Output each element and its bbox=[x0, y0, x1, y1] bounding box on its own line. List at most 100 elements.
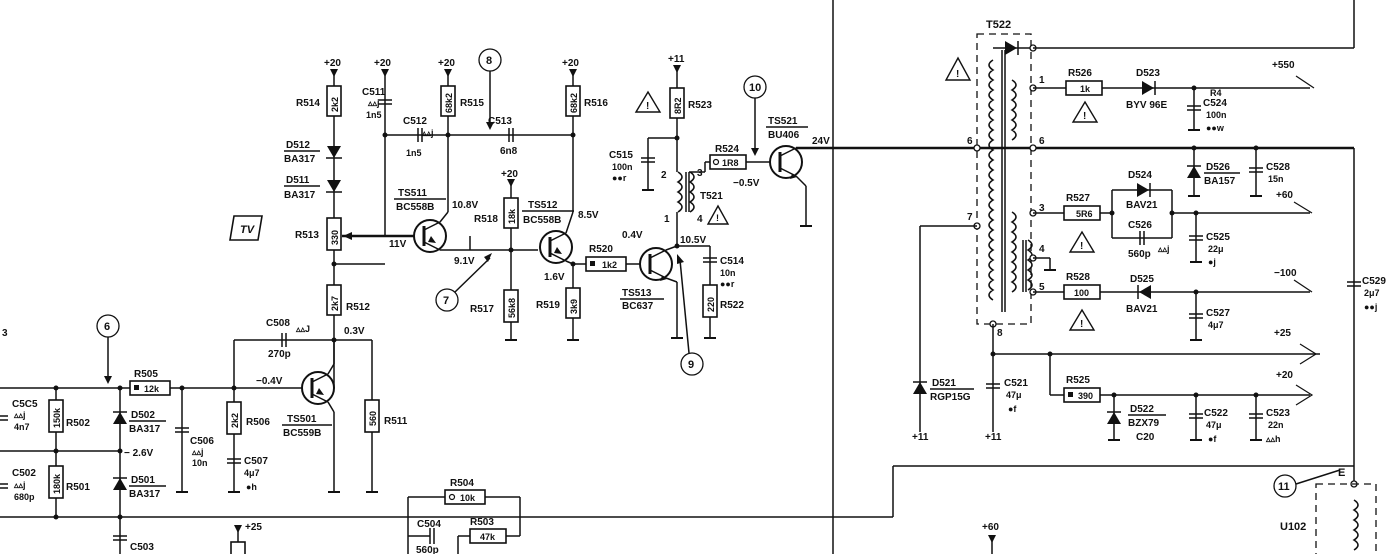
svg-text:▵▵j: ▵▵j bbox=[13, 410, 26, 420]
svg-text:22n: 22n bbox=[1268, 420, 1284, 430]
c521-ref: C521 bbox=[1004, 378, 1028, 389]
svg-text:12k: 12k bbox=[144, 384, 160, 394]
warning-icon: ! bbox=[944, 56, 972, 81]
svg-text:▵▵j: ▵▵j bbox=[191, 447, 204, 457]
c514-ref: C514 bbox=[720, 256, 744, 267]
supply-rail-plus20-c: +20 bbox=[438, 58, 455, 86]
svg-text:10.8V: 10.8V bbox=[452, 200, 478, 211]
svg-text:270p: 270p bbox=[268, 349, 291, 360]
r505-ref: R505 bbox=[134, 369, 158, 380]
svg-text:6: 6 bbox=[967, 136, 973, 147]
warning-icon: ! bbox=[1068, 230, 1096, 253]
r518-body bbox=[503, 197, 519, 229]
r513-value: 330 bbox=[330, 230, 340, 245]
svg-text:100n: 100n bbox=[612, 162, 633, 172]
supply-rail-plus60: +60 bbox=[982, 522, 999, 554]
svg-text:●●r: ●●r bbox=[720, 279, 735, 289]
svg-text:3: 3 bbox=[697, 168, 703, 179]
svg-text:+550: +550 bbox=[1272, 60, 1295, 71]
r515-body bbox=[440, 85, 456, 117]
r505-body bbox=[129, 380, 171, 396]
svg-text:10k: 10k bbox=[460, 493, 476, 503]
ts513-ref: TS513 bbox=[622, 288, 652, 299]
svg-text:C20: C20 bbox=[1136, 432, 1155, 443]
svg-text:10: 10 bbox=[749, 82, 761, 94]
r514-body bbox=[326, 85, 342, 117]
ts512-ref: TS512 bbox=[528, 200, 558, 211]
svg-text:●●r: ●●r bbox=[612, 173, 627, 183]
transformer-t521 bbox=[669, 87, 695, 246]
test-point-6: 6 bbox=[96, 314, 120, 384]
svg-text:!: ! bbox=[1080, 319, 1083, 330]
svg-text:+20: +20 bbox=[324, 58, 341, 69]
svg-text:1R8: 1R8 bbox=[722, 158, 739, 168]
svg-text:6: 6 bbox=[104, 321, 110, 333]
r518-ref: R518 bbox=[474, 214, 498, 225]
d526-ref: D526 bbox=[1206, 162, 1230, 173]
svg-text:150k: 150k bbox=[52, 407, 62, 428]
c515-ref: C515 bbox=[609, 150, 633, 161]
svg-text:1k2: 1k2 bbox=[602, 260, 617, 270]
r525-body bbox=[1063, 387, 1101, 403]
svg-text:−100: −100 bbox=[1274, 268, 1297, 279]
svg-text:680p: 680p bbox=[14, 492, 35, 502]
svg-text:56k8: 56k8 bbox=[507, 298, 517, 318]
svg-text:1n5: 1n5 bbox=[406, 148, 422, 158]
d511-type: BA317 bbox=[284, 190, 316, 201]
supply-rail-plus20-b: +20 bbox=[374, 58, 391, 100]
svg-text:▵▵h: ▵▵h bbox=[1265, 434, 1281, 444]
ts512-type: BC558B bbox=[523, 215, 561, 226]
u102-outline bbox=[1315, 483, 1377, 554]
svg-text:●●w: ●●w bbox=[1206, 123, 1225, 133]
c523-ref: C523 bbox=[1266, 408, 1290, 419]
ts513-type: BC637 bbox=[622, 301, 654, 312]
ts501-ref: TS501 bbox=[287, 414, 317, 425]
r502-ref: R502 bbox=[66, 418, 90, 429]
d522-ref: D522 bbox=[1130, 404, 1154, 415]
svg-text:6: 6 bbox=[1039, 136, 1045, 147]
d502-diode bbox=[113, 411, 127, 424]
d523-ref: D523 bbox=[1136, 68, 1160, 79]
svg-text:6n8: 6n8 bbox=[500, 146, 518, 157]
transistor-ts512 bbox=[539, 230, 573, 264]
svg-text:9: 9 bbox=[688, 359, 694, 371]
d501-ref: D501 bbox=[131, 475, 155, 486]
c503-ref: C503 bbox=[130, 542, 154, 553]
r519-ref: R519 bbox=[536, 300, 560, 311]
svg-text:4: 4 bbox=[697, 214, 703, 225]
svg-text:3: 3 bbox=[2, 328, 8, 339]
c511-ref: C511 bbox=[362, 87, 386, 98]
d501-type: BA317 bbox=[129, 489, 161, 500]
d526-diode bbox=[1187, 165, 1201, 178]
svg-text:7: 7 bbox=[967, 212, 973, 223]
svg-text:− 2.6V: − 2.6V bbox=[124, 448, 154, 459]
svg-text:68k2: 68k2 bbox=[444, 93, 454, 113]
svg-text:5R6: 5R6 bbox=[1076, 209, 1093, 219]
r527-ref: R527 bbox=[1066, 193, 1090, 204]
r511-ref: R511 bbox=[384, 416, 408, 427]
svg-text:1n5: 1n5 bbox=[366, 110, 382, 120]
r519-body bbox=[565, 287, 581, 319]
svg-text:4μ7: 4μ7 bbox=[1208, 320, 1224, 330]
r520-ref: R520 bbox=[589, 244, 613, 255]
svg-text:7: 7 bbox=[443, 295, 449, 307]
transistor-ts511 bbox=[413, 219, 447, 253]
d502-ref: D502 bbox=[131, 410, 155, 421]
svg-text:47μ: 47μ bbox=[1006, 390, 1022, 400]
d524-ref: D524 bbox=[1128, 170, 1152, 181]
svg-text:+20: +20 bbox=[562, 58, 579, 69]
svg-text:8: 8 bbox=[486, 55, 492, 67]
tv-symbol: TV bbox=[229, 215, 263, 241]
r511-body bbox=[364, 399, 380, 433]
warning-icon: ! bbox=[706, 204, 730, 225]
svg-text:!: ! bbox=[646, 101, 649, 112]
svg-text:0.4V: 0.4V bbox=[622, 230, 643, 241]
svg-text:47μ: 47μ bbox=[1206, 420, 1222, 430]
r522-body bbox=[702, 284, 718, 318]
t522-outline bbox=[976, 33, 1032, 325]
d525-ref: D525 bbox=[1130, 274, 1154, 285]
u102-ref: U102 bbox=[1280, 521, 1306, 533]
c527-ref: C527 bbox=[1206, 308, 1230, 319]
d524-diode bbox=[1137, 183, 1151, 197]
svg-text:8R2: 8R2 bbox=[673, 97, 683, 114]
